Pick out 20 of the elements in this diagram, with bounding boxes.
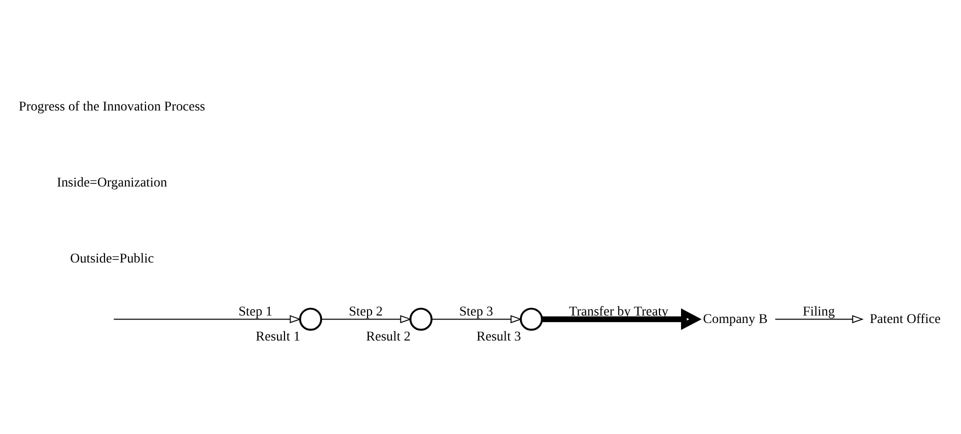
arrow bbox=[320, 315, 412, 324]
node-label: Result 2 bbox=[366, 328, 411, 344]
node-label: Result 1 bbox=[256, 328, 300, 344]
edge-label: Filing bbox=[802, 304, 835, 319]
arrow bbox=[113, 315, 302, 324]
arrow bbox=[774, 315, 864, 324]
label: Outside=Public bbox=[70, 250, 154, 266]
edge-label: Step 1 bbox=[238, 304, 272, 319]
node-circle bbox=[520, 308, 543, 331]
arrow bbox=[542, 308, 702, 330]
edge-label: Step 3 bbox=[459, 304, 494, 319]
node-circle bbox=[299, 308, 322, 331]
node-label: Result 3 bbox=[476, 328, 521, 344]
node-text: Company B bbox=[703, 310, 768, 326]
label: Inside=Organization bbox=[56, 174, 168, 190]
label: Progress of the Innovation Process bbox=[18, 98, 206, 114]
arrow bbox=[431, 315, 522, 324]
node-circle bbox=[409, 308, 433, 331]
edge-label: Step 2 bbox=[348, 304, 383, 319]
node-text: Patent Office bbox=[870, 310, 941, 326]
